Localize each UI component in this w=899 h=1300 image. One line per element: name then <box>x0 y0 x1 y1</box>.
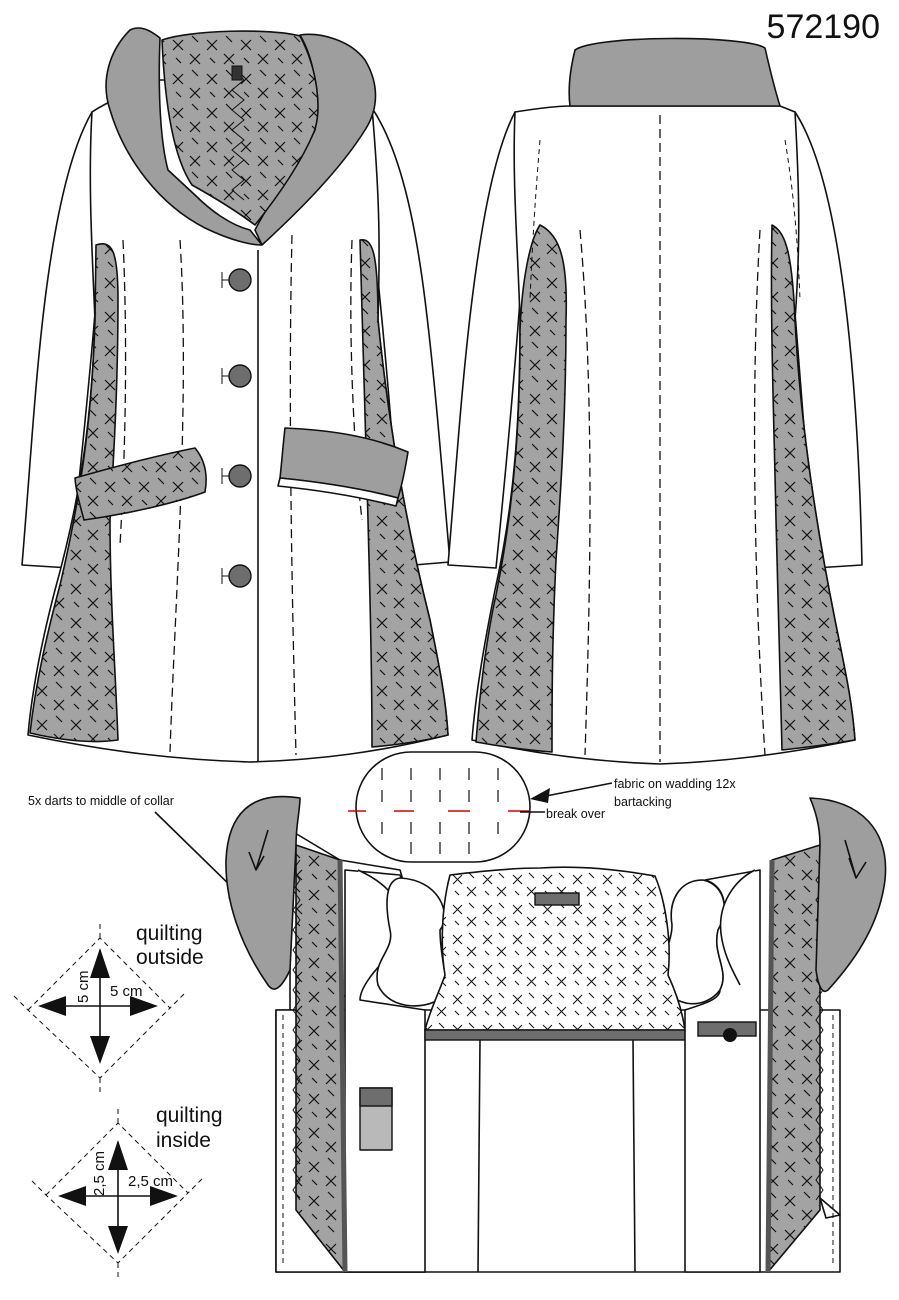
front-right-princess-stitch <box>289 234 297 756</box>
coat-back-view <box>447 37 863 765</box>
button-3 <box>228 464 252 488</box>
front-left-pocket-flap <box>74 447 207 521</box>
quilting-outside-label-2: outside <box>136 946 204 969</box>
quilting-outside-vertical-dim: 5 cm <box>75 970 92 1003</box>
bartacking-oval <box>355 751 531 863</box>
zipper-pull <box>231 65 243 81</box>
inside-back-lining-quilted <box>424 866 686 1031</box>
quilting-inside-vertical-dim: 2,5 cm <box>91 1151 108 1196</box>
back-left-side-panel <box>475 224 568 753</box>
back-right-side-panel <box>770 224 856 751</box>
button-1 <box>228 268 252 292</box>
coat-inside-view <box>225 795 887 1273</box>
coat-front-view <box>21 27 451 763</box>
fabric-on-wadding-label-2: bartacking <box>614 795 672 809</box>
front-zipper <box>231 69 245 201</box>
inside-left-facing <box>295 844 346 1273</box>
inside-right-facing <box>767 844 821 1273</box>
inside-pocket-button <box>723 1028 737 1042</box>
button-2 <box>228 364 252 388</box>
quilting-outside-legend: 5 cm 5 cm quilting outside <box>13 922 204 1092</box>
quilting-inside-legend: 2,5 cm 2,5 cm quilting inside <box>31 1104 223 1277</box>
inside-hanger-loop <box>534 892 580 906</box>
quilting-inside-label-1: quilting <box>156 1104 223 1127</box>
inside-right-collar <box>809 797 887 992</box>
quilting-inside-horizontal-dim: 2,5 cm <box>128 1173 173 1190</box>
fabric-on-wadding-label-1: fabric on wadding 12x <box>614 777 736 791</box>
darts-leader <box>154 811 241 896</box>
inside-waist-band <box>424 1029 688 1041</box>
quilting-outside-label-1: quilting <box>136 922 203 945</box>
button-4 <box>228 564 252 588</box>
break-over-label: break over <box>546 807 605 821</box>
darts-label: 5x darts to middle of collar <box>28 794 174 808</box>
front-left-side-panel <box>29 243 119 743</box>
inside-left-collar <box>225 795 301 990</box>
bartacking-detail: fabric on wadding 12x bartacking break o… <box>348 751 736 863</box>
quilting-inside-label-2: inside <box>156 1129 211 1152</box>
front-inner-stand-collar <box>161 30 319 226</box>
quilting-outside-horizontal-dim: 5 cm <box>110 983 143 1000</box>
style-number: 572190 <box>767 8 880 46</box>
back-collar <box>568 37 781 107</box>
